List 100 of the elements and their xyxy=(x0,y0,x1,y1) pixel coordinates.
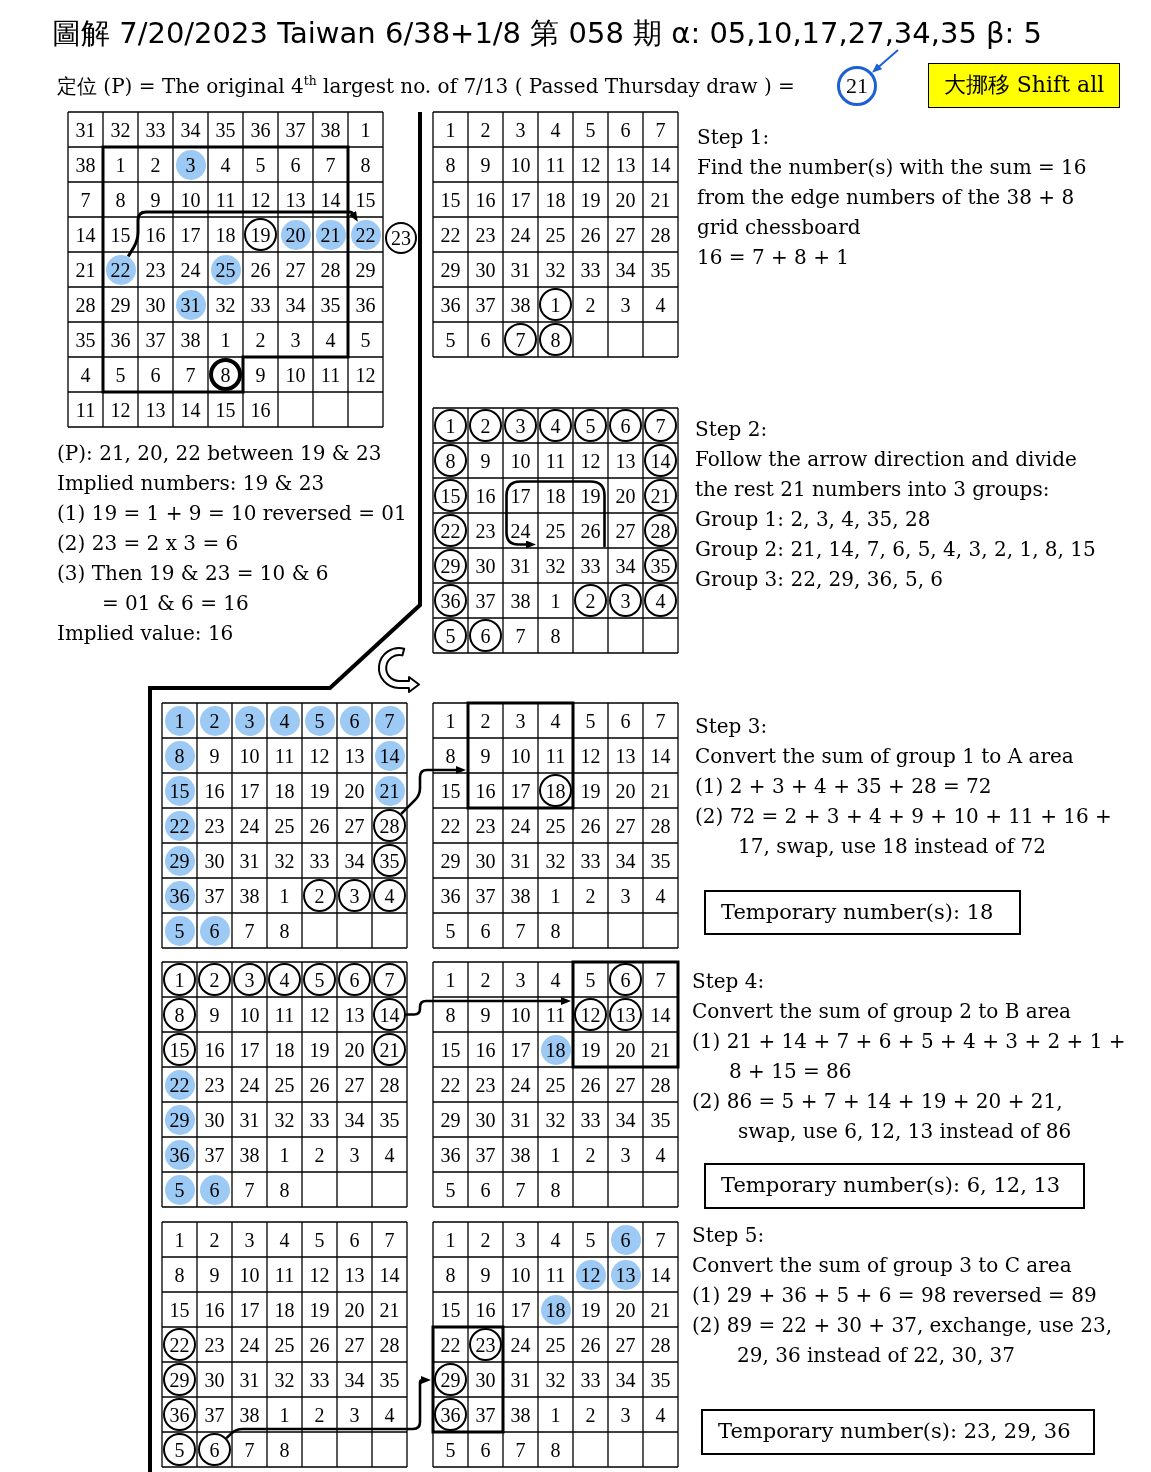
grid-number: 13 xyxy=(344,1004,365,1025)
grid-number: 25 xyxy=(545,520,566,541)
grid-number: 28 xyxy=(320,259,341,280)
grid-number: 24 xyxy=(510,1334,531,1355)
grid-number: 23 xyxy=(475,1074,496,1095)
step-text: (1) 2 + 3 + 4 + 35 + 28 = 72 xyxy=(695,773,992,800)
circled-number: 6 xyxy=(609,409,642,442)
grid-number: 24 xyxy=(510,224,531,245)
circled-number: 19 xyxy=(244,218,277,251)
grid-number: 33 xyxy=(580,259,601,280)
grid-number: 19 xyxy=(309,1299,330,1320)
highlighted-number: 5 xyxy=(304,705,335,736)
grid-number: 5 xyxy=(445,1439,456,1460)
grid-number: 16 xyxy=(204,780,225,801)
grid-number: 6 xyxy=(620,710,631,731)
grid-number: 25 xyxy=(545,224,566,245)
grid-number: 35 xyxy=(650,850,671,871)
circled-number: 36 xyxy=(434,584,467,617)
grid-number: 11 xyxy=(274,745,295,766)
highlighted-number: 31 xyxy=(175,289,206,320)
grid-number: 34 xyxy=(285,294,306,315)
grid-number: 26 xyxy=(309,815,330,836)
grid-number: 4 xyxy=(279,1229,290,1250)
circled-number: 13 xyxy=(609,998,642,1031)
grid-number: 2 xyxy=(480,969,491,990)
step-text: (1) 21 + 14 + 7 + 6 + 5 + 4 + 3 + 2 + 1 + 8 + 15 = 86 xyxy=(692,1028,1126,1085)
grid-number: 23 xyxy=(204,815,225,836)
grid-number: 20 xyxy=(615,189,636,210)
grid-number: 8 xyxy=(360,154,371,175)
step-text: (2) 86 = 5 + 7 + 14 + 19 + 20 + 21, swap, use 6, 12, 13 instead of 86 xyxy=(692,1088,1072,1145)
grid-number: 17 xyxy=(510,485,531,506)
arrow xyxy=(225,1376,431,1440)
grid-number: 1 xyxy=(279,1144,290,1165)
grid-number: 2 xyxy=(585,1144,596,1165)
grid-number: 32 xyxy=(274,1109,295,1130)
grid-number: 32 xyxy=(545,259,566,280)
circled-number: 4 xyxy=(644,584,677,617)
grid-number: 19 xyxy=(580,189,601,210)
grid-number: 17 xyxy=(239,780,260,801)
circled-number: 21 xyxy=(644,479,677,512)
area-frame xyxy=(431,1325,505,1434)
grid-number: 5 xyxy=(314,1229,325,1250)
grid-number: 27 xyxy=(615,224,636,245)
grid-number: 20 xyxy=(344,1039,365,1060)
grid-number: 10 xyxy=(285,364,306,385)
grid-number: 26 xyxy=(309,1334,330,1355)
note-text: (1) 19 = 1 + 9 = 10 reversed = 01 xyxy=(57,500,407,527)
grid-number: 9 xyxy=(150,189,161,210)
grid-number: 16 xyxy=(204,1299,225,1320)
circled-number: 5 xyxy=(574,409,607,442)
highlighted-number: 6 xyxy=(199,915,230,946)
highlighted-number: 29 xyxy=(164,1104,195,1135)
grid-number: 4 xyxy=(655,1404,666,1425)
grid-number: 11 xyxy=(545,1264,566,1285)
circled-number: 14 xyxy=(644,444,677,477)
grid-number: 34 xyxy=(615,1109,636,1130)
grid-number: 8 xyxy=(550,1179,561,1200)
grid-number: 38 xyxy=(510,1144,531,1165)
grid-number: 15 xyxy=(440,1299,461,1320)
grid-number: 32 xyxy=(274,850,295,871)
grid-number: 19 xyxy=(580,1299,601,1320)
grid-number: 4 xyxy=(325,329,336,350)
grid-number: 5 xyxy=(585,119,596,140)
grid-number: 17 xyxy=(510,780,531,801)
grid-number: 27 xyxy=(615,520,636,541)
grid-number: 26 xyxy=(580,1074,601,1095)
grid-number: 8 xyxy=(279,920,290,941)
grid-number: 23 xyxy=(475,815,496,836)
circled-number: 7 xyxy=(504,323,537,356)
grid-number: 1 xyxy=(445,969,456,990)
number-grid xyxy=(162,703,407,948)
grid-number: 36 xyxy=(440,1144,461,1165)
grid-number: 12 xyxy=(580,154,601,175)
circled-number: 5 xyxy=(303,963,336,996)
grid-number: 3 xyxy=(515,710,526,731)
grid-number: 1 xyxy=(550,1404,561,1425)
circled-number: 5 xyxy=(434,619,467,652)
circled-number: 29 xyxy=(434,1363,467,1396)
grid-number: 13 xyxy=(615,450,636,471)
circled-number: 3 xyxy=(233,963,266,996)
grid-number: 38 xyxy=(510,294,531,315)
grid-number: 38 xyxy=(320,119,341,140)
circled-number: 36 xyxy=(163,1398,196,1431)
grid-number: 38 xyxy=(510,1404,531,1425)
grid-number: 3 xyxy=(515,119,526,140)
grid-number: 22 xyxy=(440,1074,461,1095)
grid-number: 1 xyxy=(445,119,456,140)
grid-number: 27 xyxy=(615,815,636,836)
grid-number: 30 xyxy=(475,259,496,280)
grid-number: 25 xyxy=(545,1074,566,1095)
grid-number: 8 xyxy=(445,745,456,766)
grid-number: 7 xyxy=(515,1439,526,1460)
grid-number: 26 xyxy=(580,1334,601,1355)
number-grid xyxy=(433,408,678,653)
grid-number: 3 xyxy=(515,969,526,990)
arrow xyxy=(126,210,358,258)
grid-number: 20 xyxy=(615,485,636,506)
grid-number: 28 xyxy=(379,1334,400,1355)
grid-number: 27 xyxy=(285,259,306,280)
grid-number: 38 xyxy=(510,590,531,611)
